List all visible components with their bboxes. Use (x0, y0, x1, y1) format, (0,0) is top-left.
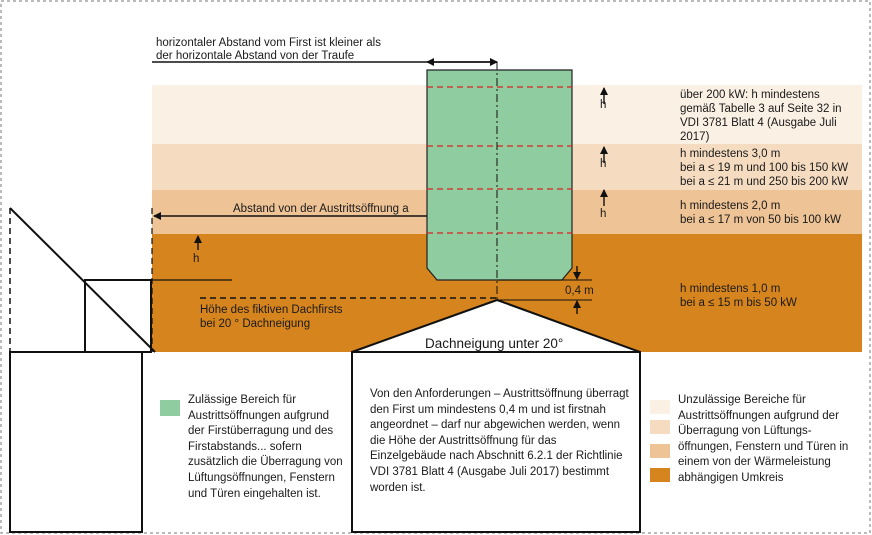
legend-swatch-permissible (160, 400, 180, 416)
zone-label-1m-1: h mindestens 1,0 m (680, 283, 780, 295)
left-building-body (9, 351, 143, 533)
zone-label-over-200kw-4: 2017) (680, 131, 710, 143)
zone-label-1m-2: bei a ≤ 15 m bis 50 kW (680, 297, 797, 309)
legend-swatch-1m (650, 468, 670, 482)
legend-left-text: Zulässige Bereich für Austrittsöffnungen… (188, 394, 343, 500)
legend-swatch-2m (650, 444, 670, 458)
zone-label-over-200kw-3: VDI 3781 Blatt 4 (Ausgabe Juli (680, 117, 837, 129)
middle-text: Von den Anforderungen – Austrittsöffnung… (370, 388, 629, 494)
permissible-area (426, 69, 573, 281)
h-label-3: h (600, 208, 606, 220)
roof-pitch-label: Dachneigung unter 20° (425, 336, 563, 351)
h-label-2: h (600, 158, 606, 170)
ridge-label-line2: bei 20 ° Dachneigung (200, 318, 310, 330)
top-label-line2: der horizontale Abstand von der Traufe (156, 50, 354, 62)
right-building-body (351, 351, 641, 533)
right-building-roof (351, 298, 641, 353)
h-label-1: h (600, 99, 606, 111)
ridge-label-line1: Höhe des fiktiven Dachfirsts (200, 304, 343, 316)
zone-label-3m-1: h mindestens 3,0 m (680, 148, 780, 160)
h-label-left: h (193, 253, 199, 265)
zone-label-over-200kw-1: über 200 kW: h mindestens (680, 89, 820, 101)
left-roof-slope (9, 207, 156, 353)
offset-label: 0,4 m (565, 285, 594, 297)
zone-label-2m-2: bei a ≤ 17 m von 50 bis 100 kW (680, 214, 841, 226)
zone-label-3m-2: bei a ≤ 19 m und 100 bis 150 kW (680, 162, 848, 174)
legend-right-text: Unzulässige Bereiche für Austrittsöffnun… (678, 394, 849, 484)
zone-label-2m-1: h mindestens 2,0 m (680, 200, 780, 212)
top-label-line1: horizontaler Abstand vom First ist klein… (156, 37, 381, 49)
distance-label: Abstand von der Austrittsöffnung a (233, 203, 409, 215)
legend-swatch-3m (650, 420, 670, 434)
zone-label-3m-3: bei a ≤ 21 m und 250 bis 200 kW (680, 176, 848, 188)
zone-label-over-200kw-2: gemäß Tabelle 3 auf Seite 32 in (680, 103, 842, 115)
legend-swatch-over-200kw (650, 400, 670, 414)
